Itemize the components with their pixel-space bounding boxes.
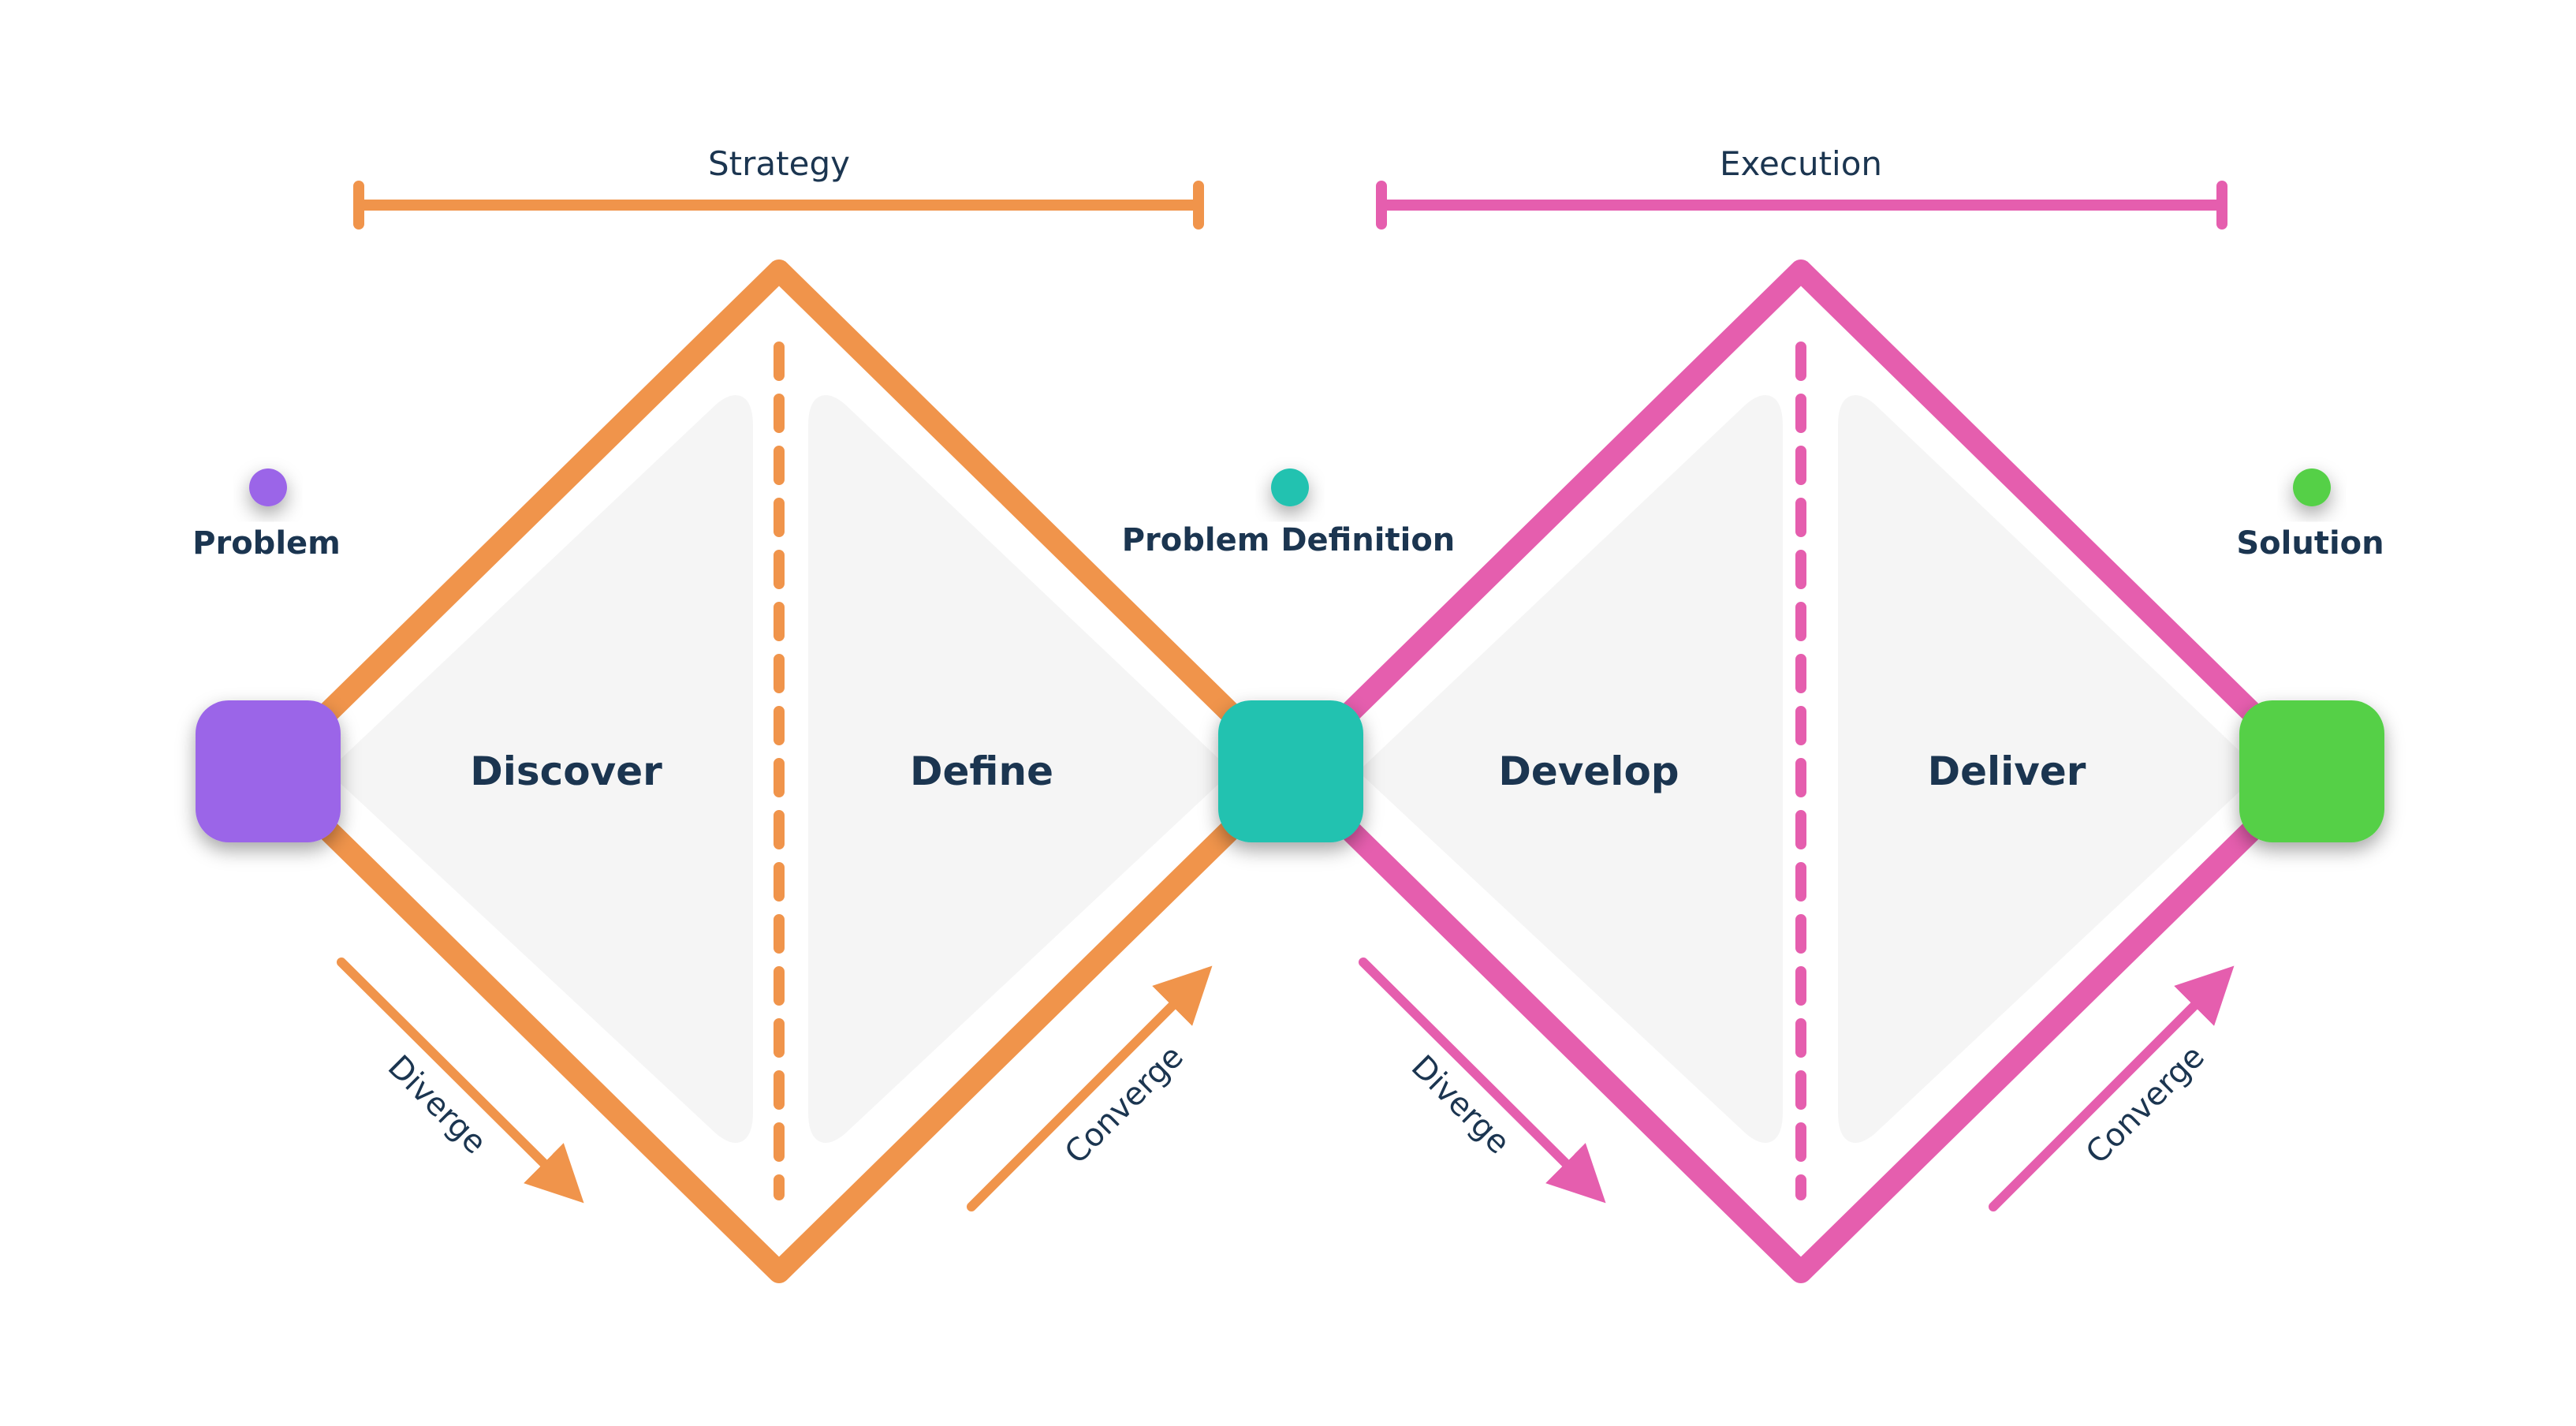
diverge-arrow-2 (1359, 958, 1606, 1204)
deliver-panel (1838, 395, 2257, 1143)
strategy-bracket (353, 181, 1204, 230)
solution-node (2239, 700, 2384, 842)
diverge-label-1: Diverge (381, 1048, 494, 1161)
converge-arrow-1 (967, 965, 1213, 1211)
phase-panels (331, 395, 2257, 1143)
problem-label: Problem (192, 525, 341, 562)
develop-label: Develop (1498, 748, 1679, 794)
solution-dot (2293, 468, 2331, 506)
problem-definition-node (1218, 700, 1363, 842)
define-panel (808, 395, 1228, 1143)
execution-label: Execution (1720, 144, 1882, 183)
diverge-arrow-1 (337, 958, 584, 1204)
discover-label: Discover (470, 748, 662, 794)
deliver-label: Deliver (1928, 748, 2086, 794)
develop-panel (1362, 395, 1783, 1143)
problem-definition-dot (1271, 468, 1309, 506)
define-label: Define (910, 748, 1053, 794)
converge-arrow-2 (1989, 965, 2235, 1211)
problem-node (196, 700, 341, 842)
discover-panel (331, 395, 753, 1143)
execution-bracket (1376, 181, 2227, 230)
problem-dot (249, 468, 287, 506)
diverge-label-2: Diverge (1404, 1048, 1517, 1161)
problem-definition-label: Problem Definition (1122, 522, 1456, 558)
solution-label: Solution (2236, 525, 2384, 562)
strategy-label: Strategy (708, 144, 850, 183)
